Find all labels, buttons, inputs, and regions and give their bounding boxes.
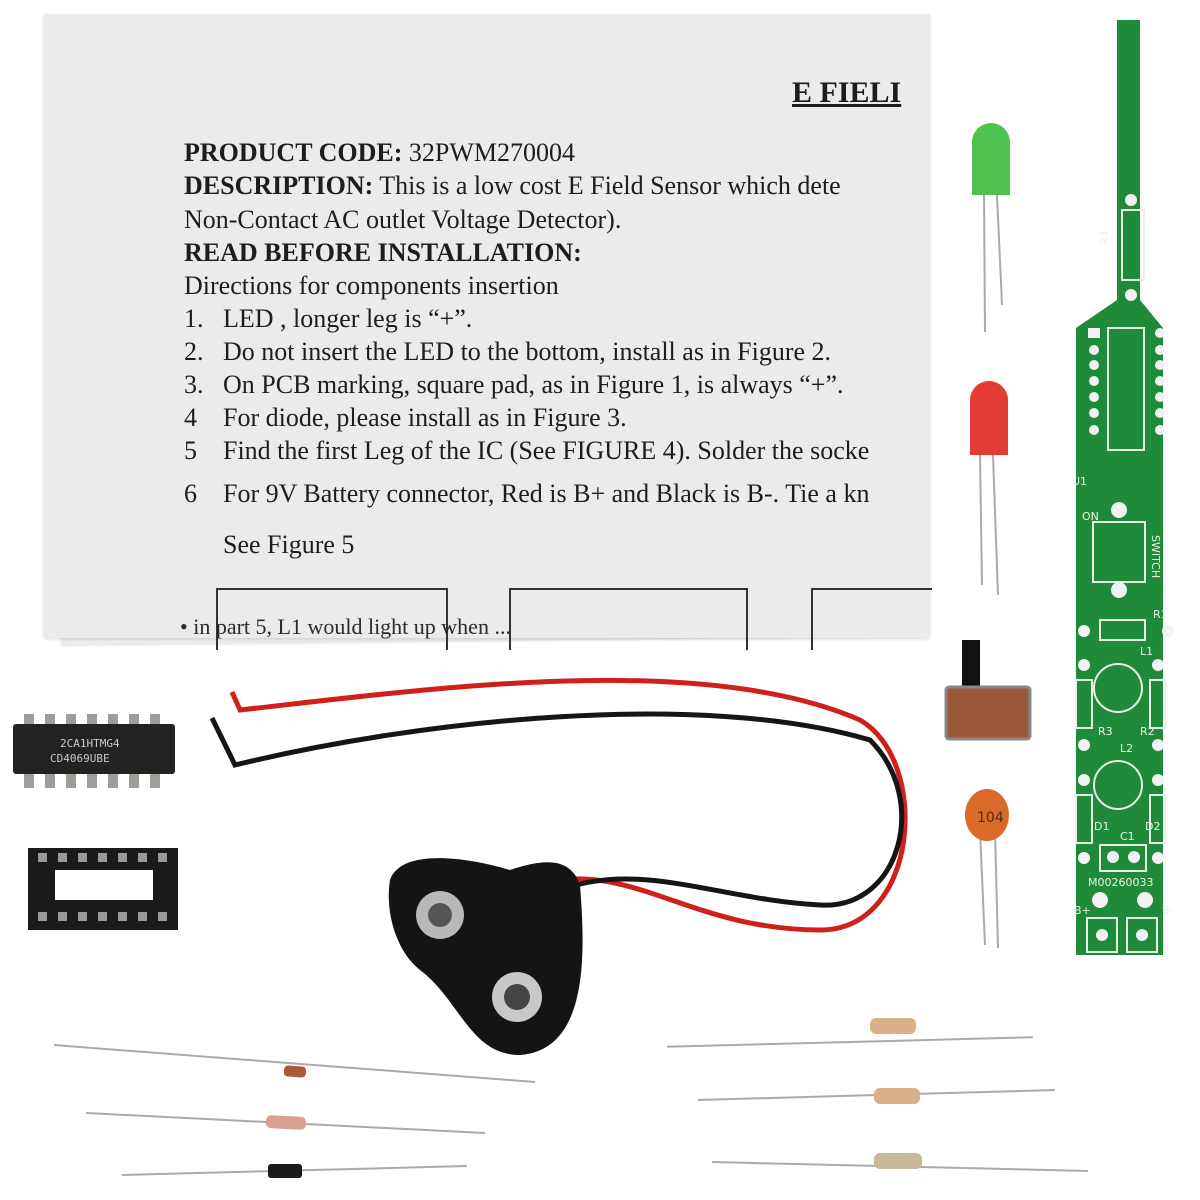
step-6: 6 For 9V Battery connector, Red is B+ and… xyxy=(184,479,926,509)
description-line: DESCRIPTION: This is a low cost E Field … xyxy=(184,171,841,201)
figure-frame xyxy=(811,588,932,650)
step-5: 5 Find the first Leg of the IC (See FIGUR… xyxy=(184,436,926,466)
step-number: 1. xyxy=(184,304,204,333)
battery-connector xyxy=(209,677,908,1055)
directions-text: Directions for components insertion xyxy=(184,271,559,300)
pcb-label-r4: R4 xyxy=(1098,230,1111,245)
instruction-sheet xyxy=(44,14,930,638)
pcb-label-bplus: B+ xyxy=(1074,904,1091,917)
step-4: 4 For diode, please install as in Figure … xyxy=(184,403,627,433)
step-number: 4 xyxy=(184,403,197,432)
u1-outline xyxy=(1107,327,1145,451)
see-figure-5: See Figure 5 xyxy=(223,530,355,559)
pcb-label-c1: C1 xyxy=(1120,830,1135,843)
ceramic-capacitor: 104 xyxy=(965,789,1009,949)
read-before-heading: READ BEFORE INSTALLATION: xyxy=(184,238,582,267)
sheet-title: E FIELI xyxy=(792,76,902,109)
pcb-label-r2: R2 xyxy=(1140,725,1155,738)
pcb-label-l2: L2 xyxy=(1120,742,1133,755)
description-text: This is a low cost E Field Sensor which … xyxy=(379,171,841,200)
pcb-label-u1: U1 xyxy=(1072,475,1087,488)
resistor xyxy=(85,1112,486,1134)
pcb-label-switch: SWITCH xyxy=(1149,535,1162,578)
pcb-label-d2: D2 xyxy=(1145,820,1160,833)
step-number: 2. xyxy=(184,337,204,366)
pcb-label-on: ON xyxy=(1082,510,1099,523)
step-number: 3. xyxy=(184,370,204,399)
pcb-label-r3: R3 xyxy=(1098,725,1113,738)
r4-outline xyxy=(1121,209,1145,281)
product-code: 32PWM270004 xyxy=(408,138,575,167)
product-code-label: PRODUCT CODE: xyxy=(184,138,403,167)
pcb-label-d1: D1 xyxy=(1094,820,1109,833)
rectifier-diode xyxy=(121,1164,468,1178)
pcb-board: R4 U1 ON SWITCH R1 L1 R3 R2 L2 D1 C1 D2 … xyxy=(1072,20,1174,955)
step-3: 3. On PCB marking, square pad, as in Figu… xyxy=(184,370,844,400)
ic-chip: 2CA1HTMG4 CD4069UBE xyxy=(13,714,175,788)
step-text: For 9V Battery connector, Red is B+ and … xyxy=(223,479,870,508)
resistor xyxy=(697,1088,1056,1104)
figure-frame xyxy=(509,588,748,650)
figure-frame xyxy=(216,588,448,650)
product-code-line: PRODUCT CODE: 32PWM270004 xyxy=(184,138,575,168)
cut-off-instruction-line: • in part 5, L1 would light up when ... xyxy=(180,614,511,639)
capacitor-label: 104 xyxy=(977,810,1004,826)
pcb-label-code: M00260033 xyxy=(1088,876,1153,889)
step-text: Find the first Leg of the IC (See FIGURE… xyxy=(223,436,870,465)
pcb-label-l1: L1 xyxy=(1140,645,1153,658)
red-led xyxy=(970,381,1008,596)
green-led xyxy=(972,123,1010,333)
ic-marking-line-2: CD4069UBE xyxy=(50,752,110,765)
pcb-label-bminus: B- xyxy=(1162,904,1174,917)
resistor xyxy=(667,1018,1033,1048)
slide-switch xyxy=(944,640,1032,741)
pcb-label-r1: R1 xyxy=(1153,608,1168,621)
step-number: 6 xyxy=(184,479,197,508)
step-number: 5 xyxy=(184,436,197,465)
diode xyxy=(53,1044,536,1083)
description-label: DESCRIPTION: xyxy=(184,171,374,200)
ic-socket xyxy=(28,848,178,930)
resistor xyxy=(711,1153,1089,1172)
step-text: On PCB marking, square pad, as in Figure… xyxy=(223,370,844,399)
step-text: For diode, please install as in Figure 3… xyxy=(223,403,627,432)
step-1: 1. LED , longer leg is “+”. xyxy=(184,304,472,334)
step-2: 2. Do not insert the LED to the bottom, i… xyxy=(184,337,831,367)
step-text: Do not insert the LED to the bottom, ins… xyxy=(223,337,832,366)
description-line-2: Non-Contact AC outlet Voltage Detector). xyxy=(184,205,622,234)
ic-marking-line-1: 2CA1HTMG4 xyxy=(60,737,120,750)
step-text: LED , longer leg is “+”. xyxy=(223,304,473,333)
